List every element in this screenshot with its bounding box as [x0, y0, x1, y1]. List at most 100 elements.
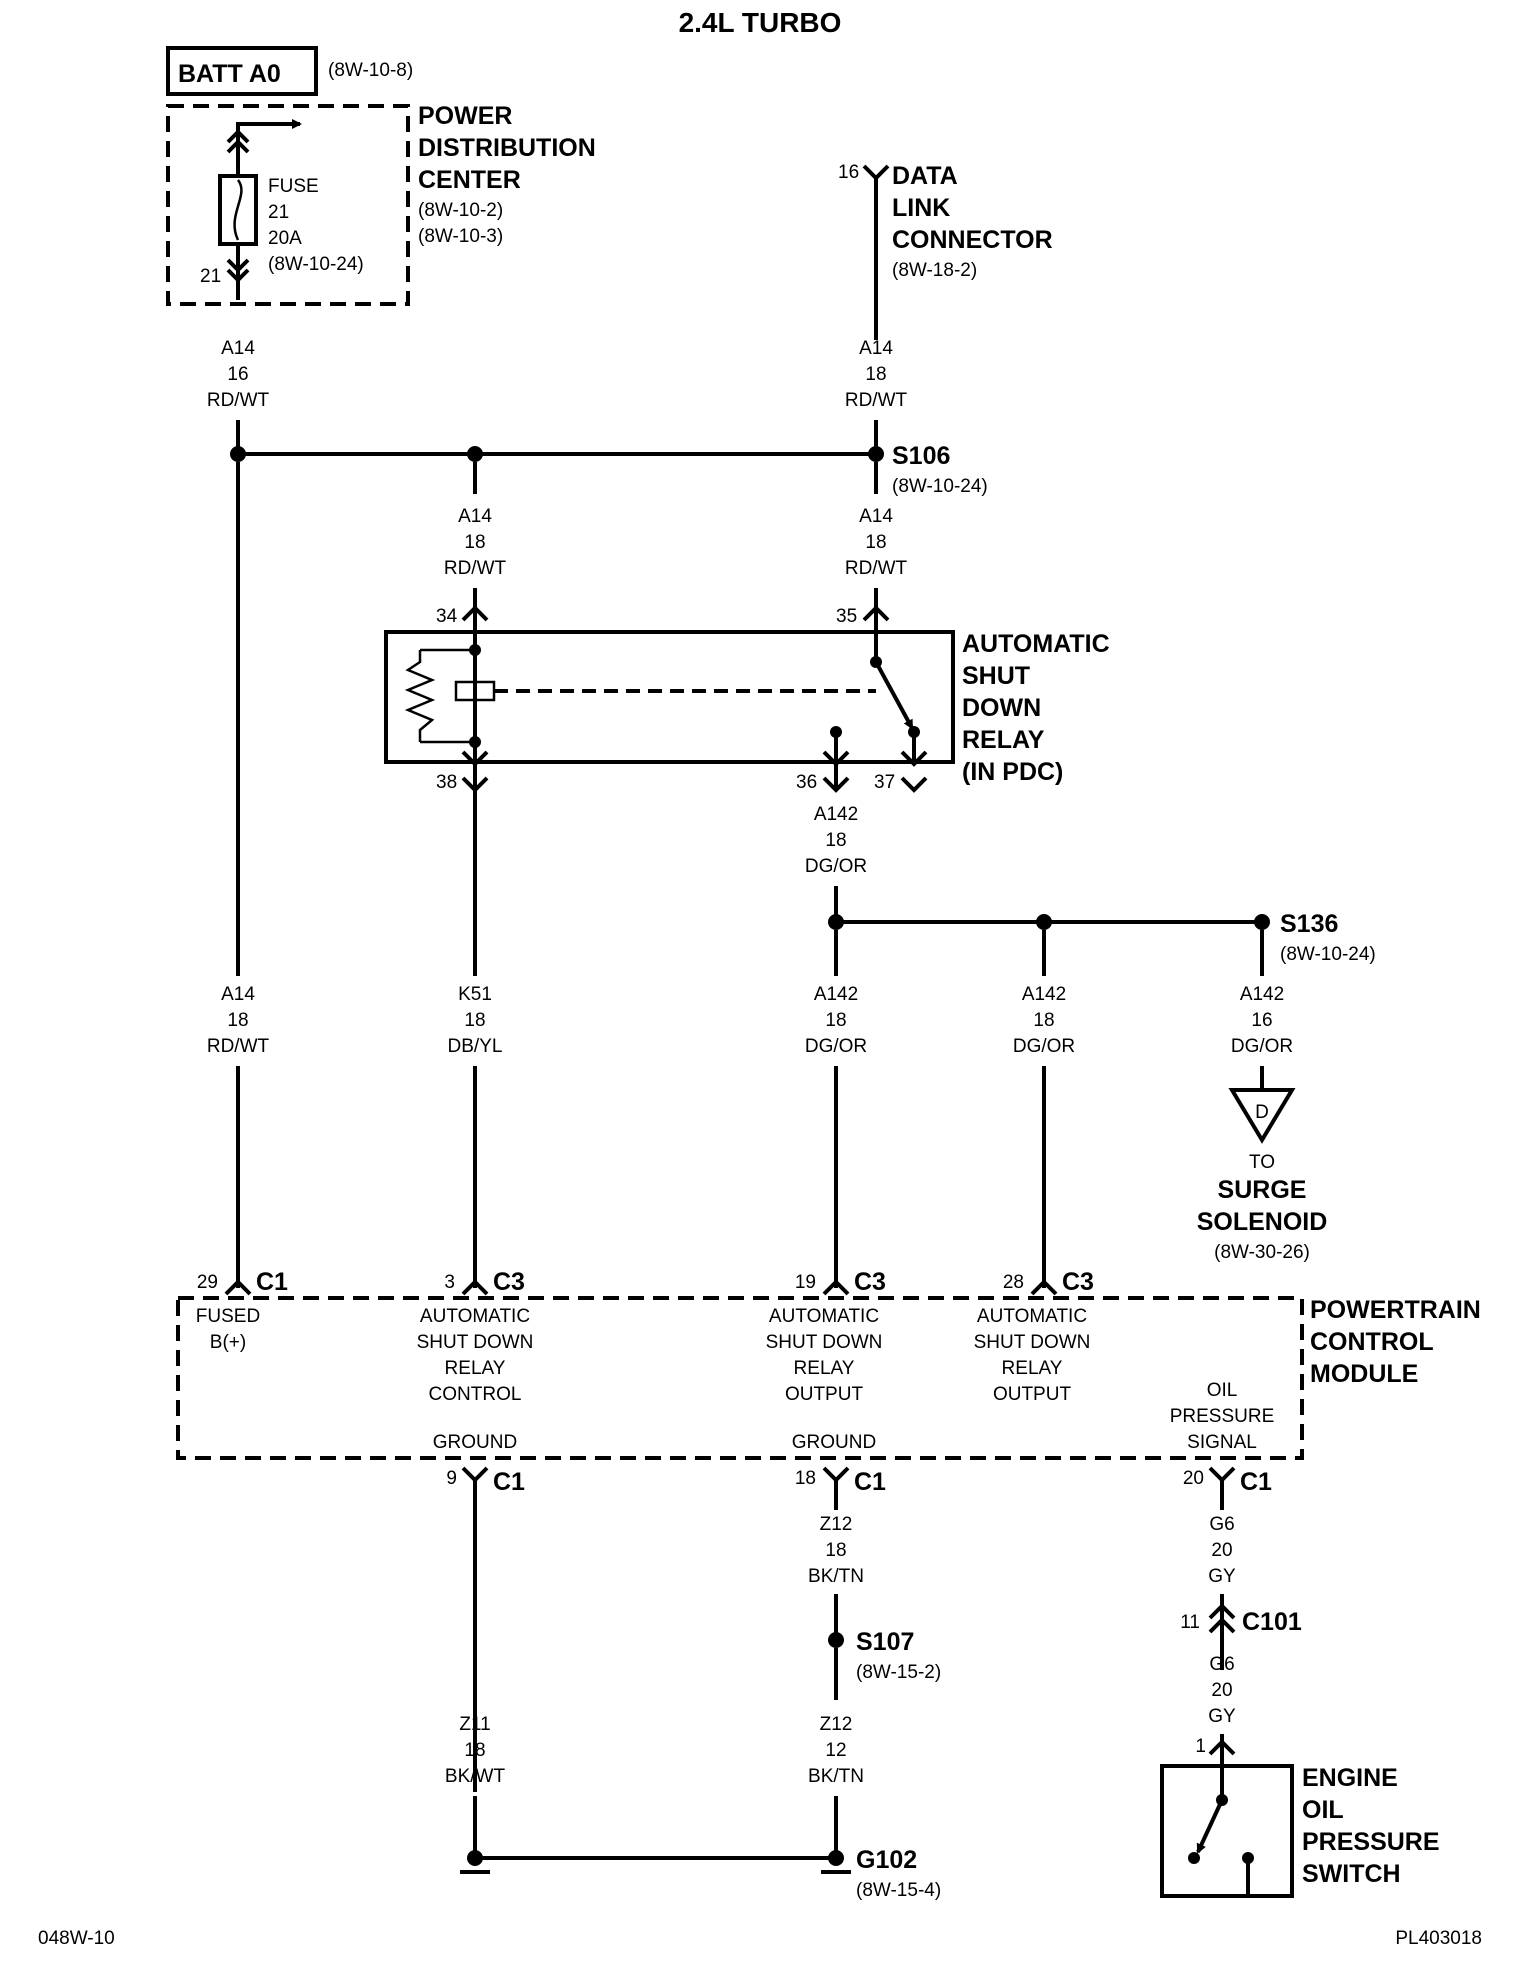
wire-label-w9: A142 18 DG/OR: [1013, 984, 1075, 1057]
svg-text:Z12: Z12: [820, 1714, 853, 1735]
wire-label-w13: G6 20 GY: [1208, 1654, 1236, 1727]
svg-text:Z12: Z12: [820, 1514, 853, 1535]
connector-c101-pin: 11: [1180, 1612, 1200, 1633]
wire-label-w5: A142 18 DG/OR: [805, 804, 867, 877]
svg-text:Z11: Z11: [459, 1714, 490, 1735]
svg-text:RD/WT: RD/WT: [207, 390, 270, 411]
svg-text:POWER: POWER: [418, 102, 512, 130]
svg-text:GY: GY: [1208, 1566, 1236, 1587]
svg-text:18: 18: [825, 1540, 846, 1561]
svg-text:18: 18: [464, 1740, 485, 1761]
svg-text:PRESSURE: PRESSURE: [1170, 1406, 1275, 1427]
svg-text:18: 18: [865, 364, 886, 385]
pcm-asd-output1-label: AUTOMATIC SHUT DOWN RELAY OUTPUT: [766, 1306, 883, 1405]
svg-text:OIL: OIL: [1302, 1796, 1344, 1824]
connector-c3-28: 28 C3: [1003, 1268, 1094, 1296]
pcm-asd-output2-label: AUTOMATIC SHUT DOWN RELAY OUTPUT: [974, 1306, 1091, 1405]
svg-text:20: 20: [1211, 1540, 1232, 1561]
pcm-ground2-label: GROUND: [792, 1432, 876, 1453]
svg-text:20A: 20A: [268, 228, 302, 249]
svg-text:29: 29: [197, 1272, 218, 1293]
svg-text:RELAY: RELAY: [445, 1358, 506, 1379]
splice-s107-name: S107: [856, 1628, 914, 1656]
footer-right: PL403018: [1395, 1928, 1482, 1949]
svg-text:(IN PDC): (IN PDC): [962, 758, 1063, 786]
svg-text:SOLENOID: SOLENOID: [1197, 1208, 1328, 1236]
splice-s106-ref: (8W-10-24): [892, 476, 988, 497]
pdc-pin: 21: [200, 266, 221, 287]
connector-c1-9: 9 C1: [446, 1468, 525, 1496]
pcm-box: [176, 1296, 1304, 1460]
svg-text:DG/OR: DG/OR: [1013, 1036, 1075, 1057]
svg-text:C1: C1: [854, 1468, 886, 1496]
svg-text:FUSED: FUSED: [196, 1306, 260, 1327]
svg-text:SHUT DOWN: SHUT DOWN: [766, 1332, 883, 1353]
surge-solenoid-letter: D: [1255, 1102, 1269, 1123]
svg-text:CENTER: CENTER: [418, 166, 521, 194]
svg-text:(8W-18-2): (8W-18-2): [892, 260, 977, 281]
wire-label-w14: Z11 18 BK/WT: [445, 1714, 506, 1787]
relay-pin-34: 34: [436, 606, 458, 627]
svg-text:C3: C3: [854, 1268, 886, 1296]
oil-switch-label: ENGINE OIL PRESSURE SWITCH: [1302, 1764, 1440, 1888]
svg-text:SIGNAL: SIGNAL: [1187, 1432, 1257, 1453]
svg-text:BK/WT: BK/WT: [445, 1766, 506, 1787]
svg-text:BK/TN: BK/TN: [808, 1766, 864, 1787]
svg-text:OUTPUT: OUTPUT: [785, 1384, 864, 1405]
relay-pin-35: 35: [836, 606, 857, 627]
svg-text:C1: C1: [256, 1268, 288, 1296]
pcm-oil-signal-label: OIL PRESSURE SIGNAL: [1170, 1380, 1275, 1453]
svg-text:LINK: LINK: [892, 194, 950, 222]
svg-text:TO: TO: [1249, 1152, 1275, 1173]
svg-text:28: 28: [1003, 1272, 1024, 1293]
wire-label-w10: A142 16 DG/OR: [1231, 984, 1293, 1057]
wire-label-w12: G6 20 GY: [1208, 1514, 1236, 1587]
footer-left: 048W-10: [38, 1928, 115, 1949]
svg-text:DB/YL: DB/YL: [448, 1036, 503, 1057]
svg-text:POWERTRAIN: POWERTRAIN: [1310, 1296, 1481, 1324]
svg-text:(8W-10-2): (8W-10-2): [418, 200, 503, 221]
svg-text:RELAY: RELAY: [794, 1358, 855, 1379]
wire-label-w8: A142 18 DG/OR: [805, 984, 867, 1057]
svg-text:C1: C1: [493, 1468, 525, 1496]
svg-text:FUSE: FUSE: [268, 176, 319, 197]
pdc-label: POWER DISTRIBUTION CENTER (8W-10-2) (8W-…: [418, 102, 596, 247]
surge-solenoid-label: TO SURGE SOLENOID (8W-30-26): [1197, 1152, 1328, 1263]
svg-text:MODULE: MODULE: [1310, 1360, 1418, 1388]
svg-text:A14: A14: [859, 338, 893, 359]
ground-g102-name: G102: [856, 1846, 917, 1874]
relay-box: [384, 630, 955, 764]
pdc-box: [166, 104, 410, 306]
splice-s107-ref: (8W-15-2): [856, 1662, 941, 1683]
connector-c3-19: 19 C3: [795, 1268, 886, 1296]
svg-text:RD/WT: RD/WT: [845, 558, 908, 579]
svg-text:18: 18: [825, 1010, 846, 1031]
svg-text:18: 18: [464, 1010, 485, 1031]
svg-text:DOWN: DOWN: [962, 694, 1041, 722]
svg-text:19: 19: [795, 1272, 816, 1293]
wire-label-w11: Z12 18 BK/TN: [808, 1514, 864, 1587]
svg-text:SHUT DOWN: SHUT DOWN: [417, 1332, 534, 1353]
svg-text:A142: A142: [1022, 984, 1066, 1005]
svg-text:CONTROL: CONTROL: [1310, 1328, 1434, 1356]
svg-text:9: 9: [446, 1468, 457, 1489]
svg-text:B(+): B(+): [210, 1332, 246, 1353]
svg-text:20: 20: [1211, 1680, 1232, 1701]
svg-text:C3: C3: [493, 1268, 525, 1296]
wire-label-w7: K51 18 DB/YL: [448, 984, 503, 1057]
svg-text:(8W-30-26): (8W-30-26): [1214, 1242, 1310, 1263]
svg-text:DG/OR: DG/OR: [805, 1036, 867, 1057]
pcm-fused-b-label: FUSED B(+): [196, 1306, 260, 1353]
svg-text:CONTROL: CONTROL: [429, 1384, 522, 1405]
svg-text:A142: A142: [814, 984, 858, 1005]
svg-text:G6: G6: [1209, 1514, 1234, 1535]
svg-text:RELAY: RELAY: [1002, 1358, 1063, 1379]
svg-text:ENGINE: ENGINE: [1302, 1764, 1398, 1792]
svg-text:AUTOMATIC: AUTOMATIC: [769, 1306, 879, 1327]
svg-text:RD/WT: RD/WT: [845, 390, 908, 411]
svg-text:DG/OR: DG/OR: [1231, 1036, 1293, 1057]
relay-pin-36: 36: [796, 772, 817, 793]
svg-text:A142: A142: [1240, 984, 1284, 1005]
svg-text:RD/WT: RD/WT: [207, 1036, 270, 1057]
batt-label: BATT A0: [178, 60, 281, 88]
